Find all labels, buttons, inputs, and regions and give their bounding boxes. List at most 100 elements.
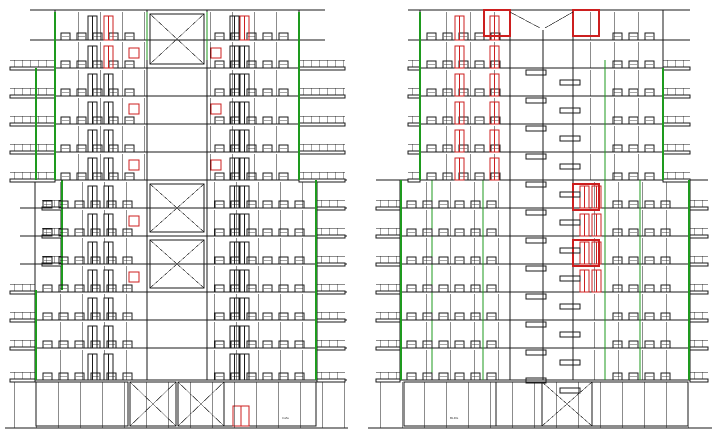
furniture — [422, 228, 433, 237]
balcony-slab — [689, 206, 709, 211]
core-slot — [559, 275, 581, 282]
balcony-slab — [407, 94, 421, 99]
section-left — [5, 9, 348, 429]
balcony-slab — [689, 290, 709, 295]
furniture — [442, 116, 453, 125]
furniture — [122, 256, 133, 265]
void-block — [149, 239, 205, 289]
furniture — [438, 284, 449, 293]
balcony-slab — [407, 122, 421, 127]
core-slot — [559, 359, 581, 366]
furniture — [454, 228, 465, 237]
core-slot — [559, 191, 581, 198]
furniture — [660, 228, 671, 237]
furniture — [486, 228, 497, 237]
furniture — [422, 256, 433, 265]
marker-red — [128, 47, 140, 59]
balcony-slab — [9, 66, 56, 71]
furniture — [246, 340, 257, 349]
furniture — [406, 256, 417, 265]
furniture — [60, 116, 71, 125]
furniture — [58, 372, 69, 381]
furniture — [122, 228, 133, 237]
balcony-slab — [9, 150, 56, 155]
furniture — [660, 372, 671, 381]
balcony-slab — [689, 262, 709, 267]
furniture — [92, 32, 103, 41]
balcony-slab — [9, 94, 56, 99]
strut — [544, 11, 574, 29]
void-cross — [541, 381, 593, 427]
furniture — [246, 60, 257, 69]
ground-room — [403, 381, 543, 427]
furniture — [628, 312, 639, 321]
balcony-slab — [316, 318, 346, 323]
marker-red — [210, 47, 222, 59]
furniture — [438, 256, 449, 265]
furniture — [406, 340, 417, 349]
furniture — [214, 340, 225, 349]
furniture — [644, 32, 655, 41]
furniture — [230, 32, 241, 41]
furniture — [628, 372, 639, 381]
furniture — [108, 144, 119, 153]
furniture — [454, 256, 465, 265]
furniture — [214, 32, 225, 41]
furniture — [442, 88, 453, 97]
furniture — [612, 88, 623, 97]
marker-red — [128, 215, 140, 227]
furniture — [42, 256, 53, 265]
furniture — [470, 340, 481, 349]
furniture — [58, 228, 69, 237]
void-cross — [149, 13, 205, 65]
furniture — [442, 144, 453, 153]
furniture — [214, 116, 225, 125]
furniture — [92, 60, 103, 69]
balcony-slab — [9, 318, 36, 323]
balcony-slab — [375, 378, 401, 383]
furniture — [76, 60, 87, 69]
furniture — [60, 144, 71, 153]
balcony-slab — [407, 66, 421, 71]
furniture — [442, 172, 453, 181]
balcony-slab — [9, 290, 36, 295]
furniture — [474, 116, 485, 125]
core-slot — [559, 219, 581, 226]
furniture — [486, 312, 497, 321]
core-slot — [559, 135, 581, 142]
balcony-slab — [662, 66, 691, 71]
furniture — [294, 372, 305, 381]
strut — [509, 11, 541, 29]
balcony-slab — [407, 150, 421, 155]
furniture — [426, 60, 437, 69]
furniture — [438, 312, 449, 321]
furniture — [474, 144, 485, 153]
furniture — [246, 284, 257, 293]
balcony-slab — [375, 346, 401, 351]
furniture — [246, 32, 257, 41]
furniture — [644, 312, 655, 321]
furniture — [230, 60, 241, 69]
furniture — [406, 200, 417, 209]
balcony-slab — [298, 66, 346, 71]
core — [146, 9, 208, 381]
ground-room — [35, 381, 129, 427]
furniture — [58, 340, 69, 349]
furniture — [76, 172, 87, 181]
furniture — [406, 284, 417, 293]
furniture — [628, 32, 639, 41]
podium-block — [34, 179, 318, 381]
furniture — [58, 312, 69, 321]
core — [509, 9, 574, 381]
marker-red — [210, 159, 222, 171]
furniture — [294, 340, 305, 349]
furniture — [262, 32, 273, 41]
furniture — [278, 60, 289, 69]
furniture — [122, 200, 133, 209]
core-slot — [559, 247, 581, 254]
furniture — [422, 340, 433, 349]
furniture — [644, 200, 655, 209]
core-slot — [559, 331, 581, 338]
balcony-slab — [662, 94, 691, 99]
furniture — [58, 256, 69, 265]
